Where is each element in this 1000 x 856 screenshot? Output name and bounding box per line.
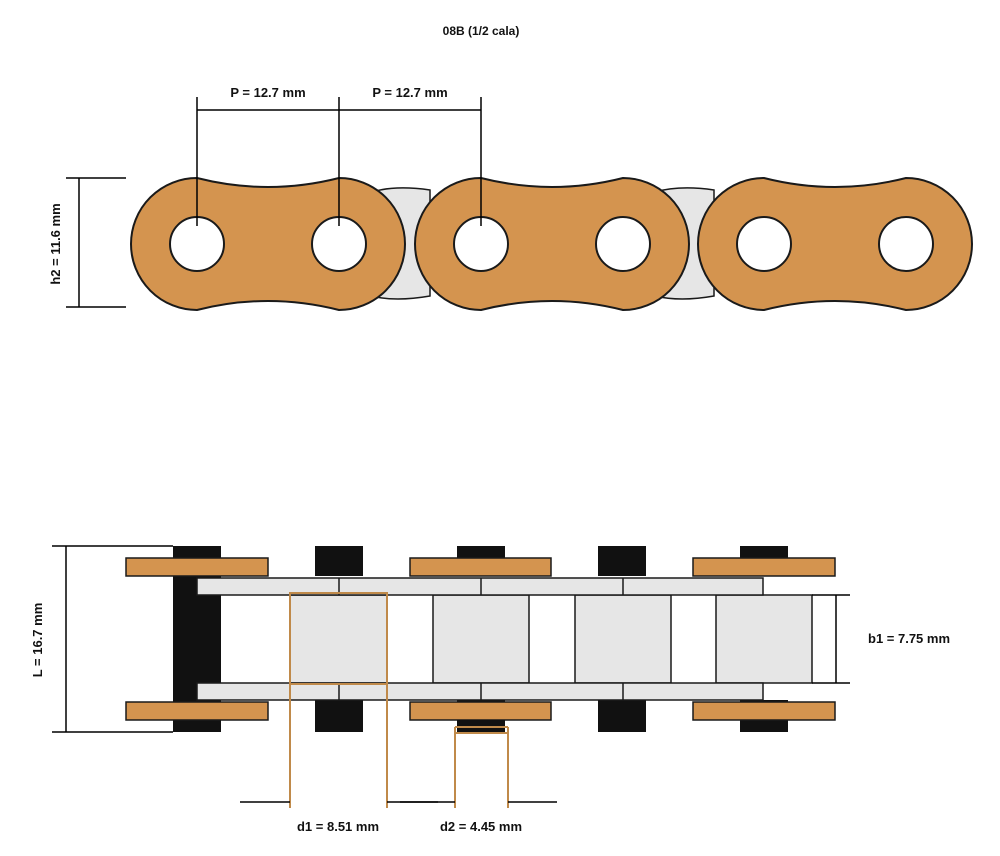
outer-plate-2	[414, 176, 690, 312]
pin	[173, 546, 221, 732]
roller	[574, 594, 672, 684]
outer-plate-bottom	[125, 701, 269, 721]
roller	[289, 594, 388, 684]
outer-plate-top	[125, 557, 269, 577]
diagram-title: 08B (1/2 cala)	[443, 24, 520, 38]
inner-plate-bottom	[196, 682, 764, 701]
d1-label: d1 = 8.51 mm	[297, 819, 379, 834]
h2-label: h2 = 11.6 mm	[48, 203, 63, 284]
b1-dimension	[812, 594, 850, 684]
L-dimension	[52, 545, 173, 733]
outer-plate-top	[692, 557, 836, 577]
outer-plate-3	[697, 176, 973, 312]
h2-dimension	[66, 177, 126, 308]
outer-plate-bottom	[692, 701, 836, 721]
outer-plate-bottom	[409, 701, 552, 721]
pitch-label-1: P = 12.7 mm	[230, 85, 305, 100]
pin-top	[315, 546, 363, 576]
L-label: L = 16.7 mm	[30, 603, 45, 678]
inner-plate-top	[196, 577, 764, 596]
pitch-label-2: P = 12.7 mm	[372, 85, 447, 100]
roller	[715, 594, 813, 684]
d2-dimension	[400, 720, 557, 808]
chain-side-view	[130, 176, 973, 312]
pin-bottom	[598, 700, 646, 732]
outer-plate-top	[409, 557, 552, 577]
roller	[432, 594, 530, 684]
pin-hole	[878, 216, 934, 272]
d2-label: d2 = 4.45 mm	[440, 819, 522, 834]
b1-label: b1 = 7.75 mm	[868, 631, 950, 646]
pin-hole	[736, 216, 792, 272]
pin-top	[598, 546, 646, 576]
chain-top-view	[125, 546, 836, 732]
pin-hole	[595, 216, 651, 272]
pin-bottom	[315, 700, 363, 732]
pitch-dimension	[196, 97, 482, 226]
